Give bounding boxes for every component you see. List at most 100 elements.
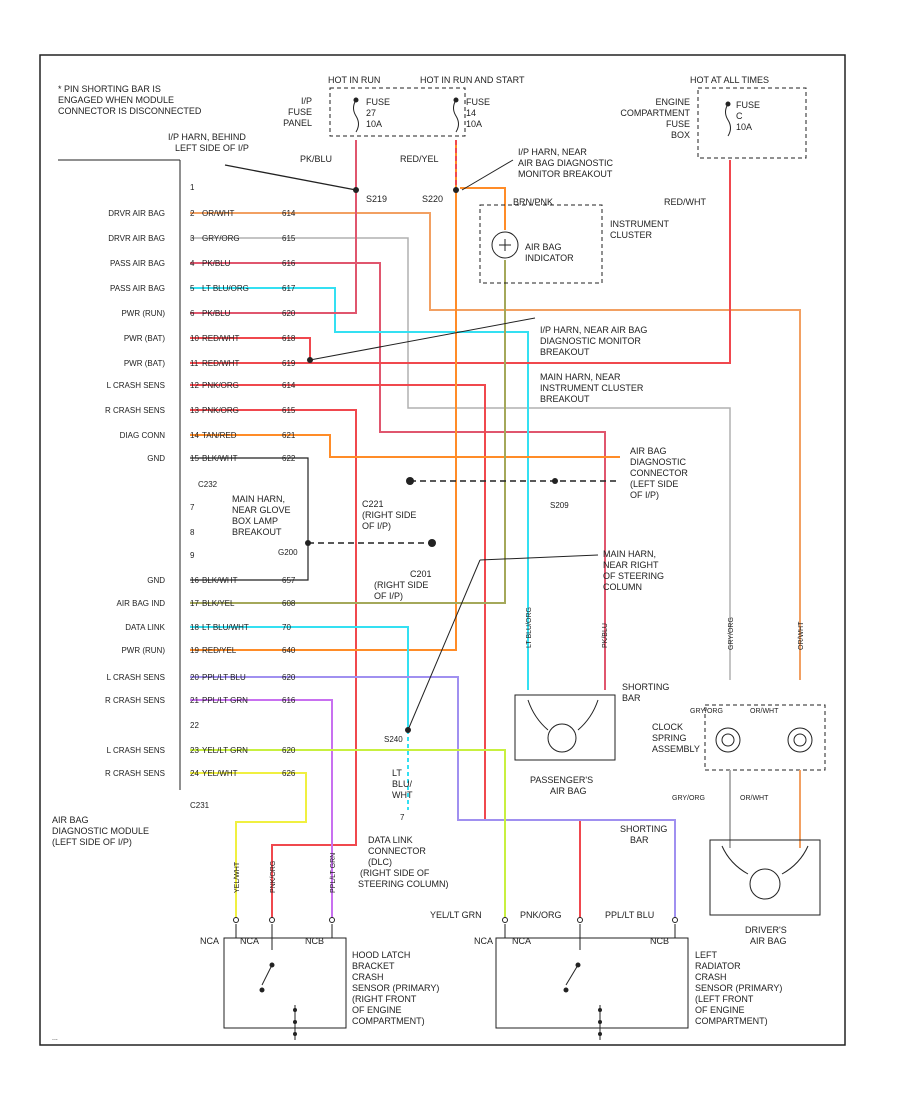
lower-left-label-4: L CRASH SENS [107, 673, 165, 682]
svg-text:RED/WHT: RED/WHT [664, 197, 706, 207]
left-radiator-sensor-body [495, 924, 689, 1040]
svg-text:AIR BAG: AIR BAG [52, 815, 89, 825]
svg-text:OF I/P): OF I/P) [630, 490, 659, 500]
ip-fuse-panel-label: I/P FUSE PANEL [283, 96, 312, 128]
upper-pin-number-1: 2 [190, 209, 195, 218]
svg-text:COMPARTMENT): COMPARTMENT) [695, 1016, 768, 1026]
pin-9: 9 [190, 551, 195, 560]
lower-left-label-5: R CRASH SENS [105, 696, 165, 705]
lower-pin-number-1: 17 [190, 599, 199, 608]
lower-wire-color-8: YEL/WHT [202, 769, 238, 778]
pin-7: 7 [190, 503, 195, 512]
passenger-air-bag-box [514, 694, 616, 761]
upper-pin-number-4: 5 [190, 284, 195, 293]
svg-text:(LEFT FRONT: (LEFT FRONT [695, 994, 754, 1004]
dlc-pin: 7 [400, 813, 405, 822]
upper-wire-color-10: TAN/RED [202, 431, 237, 440]
fuse-14-label: FUSE 14 10A [466, 97, 490, 129]
svg-text:NCA: NCA [240, 936, 259, 946]
lower-wire-color-4: PPL/LT BLU [202, 673, 246, 682]
lower-circuit-4: 620 [282, 673, 296, 682]
svg-text:WHT: WHT [392, 790, 413, 800]
c221-label: C221 (RIGHT SIDE OF I/P) [362, 499, 416, 531]
svg-text:DIAGNOSTIC MODULE: DIAGNOSTIC MODULE [52, 826, 149, 836]
upper-left-label-6: PWR (BAT) [124, 334, 166, 343]
svg-text:BRACKET: BRACKET [352, 961, 395, 971]
dlc-wire-label: LT BLU/ WHT [392, 768, 413, 800]
upper-pin-number-7: 11 [190, 359, 199, 368]
svg-text:PK/BLU: PK/BLU [300, 154, 332, 164]
lower-pin-number-3: 19 [190, 646, 199, 655]
note-main-harn-cluster: MAIN HARN, NEAR INSTRUMENT CLUSTER BREAK… [540, 372, 644, 404]
lower-left-label-2: DATA LINK [125, 623, 165, 632]
svg-text:HOOD LATCH: HOOD LATCH [352, 950, 410, 960]
upper-left-label-1: DRVR AIR BAG [108, 209, 165, 218]
fuse-14-symbol [453, 97, 459, 133]
upper-wire-color-11: BLK/WHT [202, 454, 238, 463]
svg-text:I/P: I/P [301, 96, 312, 106]
driver-air-bag-icon [721, 845, 809, 900]
upper-wire-color-1: OR/WHT [202, 209, 235, 218]
upper-left-label-10: DIAG CONN [120, 431, 166, 440]
svg-text:RADIATOR: RADIATOR [695, 961, 741, 971]
svg-text:OF ENGINE: OF ENGINE [352, 1005, 402, 1015]
lower-left-label-3: PWR (RUN) [121, 646, 165, 655]
lower-wire-color-2: LT BLU/WHT [202, 623, 249, 632]
lower-wire-color-7: YEL/LT GRN [202, 746, 248, 755]
indicator-label: AIR BAG INDICATOR [525, 242, 574, 263]
dlc-label: DATA LINK CONNECTOR (DLC) (RIGHT SIDE OF… [358, 835, 449, 889]
svg-text:YEL/LT GRN: YEL/LT GRN [430, 910, 482, 920]
svg-text:BOX: BOX [671, 130, 690, 140]
diag-connector-label: AIR BAG DIAGNOSTIC CONNECTOR (LEFT SIDE … [630, 446, 688, 500]
svg-text:BAR: BAR [622, 693, 641, 703]
svg-text:COLUMN: COLUMN [603, 582, 642, 592]
svg-text:OR/WHT: OR/WHT [798, 621, 805, 650]
svg-text:HOT AT ALL TIMES: HOT AT ALL TIMES [690, 75, 769, 85]
upper-circuit-1: 614 [282, 209, 296, 218]
diagram-frame [39, 54, 846, 1046]
clock-spring-wire-left: GRY/ORG [690, 708, 723, 715]
svg-text:SHORTING: SHORTING [622, 682, 669, 692]
svg-text:ENGAGED WHEN MODULE: ENGAGED WHEN MODULE [58, 95, 174, 105]
svg-text:MAIN HARN, NEAR: MAIN HARN, NEAR [540, 372, 621, 382]
svg-text:10A: 10A [736, 122, 752, 132]
note-ip-harn-near-monitor: I/P HARN, NEAR AIR BAG DIAGNOSTIC MONITO… [518, 147, 614, 179]
svg-text:S220: S220 [422, 194, 443, 204]
lower-circuit-0: 657 [282, 576, 296, 585]
svg-text:BAR: BAR [630, 835, 649, 845]
svg-text:BREAKOUT: BREAKOUT [540, 347, 590, 357]
svg-text:NCB: NCB [305, 936, 324, 946]
lower-circuit-5: 616 [282, 696, 296, 705]
s240-label: S240 [384, 735, 403, 744]
note-main-harn-glove: MAIN HARN, NEAR GLOVE BOX LAMP BREAKOUT [232, 494, 291, 537]
upper-pin-number-2: 3 [190, 234, 195, 243]
lower-left-label-1: AIR BAG IND [117, 599, 166, 608]
upper-circuit-9: 615 [282, 406, 296, 415]
upper-pin-number-11: 15 [190, 454, 199, 463]
svg-text:AIR BAG: AIR BAG [750, 936, 787, 946]
clock-spring-wire-right: OR/WHT [750, 708, 779, 715]
svg-text:BREAKOUT: BREAKOUT [540, 394, 590, 404]
upper-pin-number-6: 10 [190, 334, 199, 343]
svg-text:MONITOR BREAKOUT: MONITOR BREAKOUT [518, 169, 613, 179]
driver-wire-right: OR/WHT [740, 795, 769, 802]
top-wire-labels: PK/BLU RED/YEL RED/WHT S219 S220 [300, 154, 706, 207]
svg-text:LEFT: LEFT [695, 950, 718, 960]
svg-text:OF I/P): OF I/P) [362, 521, 391, 531]
upper-left-label-3: PASS AIR BAG [110, 259, 165, 268]
wires-layer [190, 140, 801, 920]
svg-text:NCB: NCB [650, 936, 669, 946]
lower-wire-color-5: PPL/LT GRN [202, 696, 248, 705]
lower-pin-number-8: 24 [190, 769, 199, 778]
svg-text:MAIN HARN,: MAIN HARN, [603, 549, 656, 559]
svg-text:OF STEERING: OF STEERING [603, 571, 664, 581]
upper-circuit-8: 614 [282, 381, 296, 390]
lower-wire-color-3: RED/YEL [202, 646, 237, 655]
svg-text:NEAR GLOVE: NEAR GLOVE [232, 505, 291, 515]
svg-text:GRY/ORG: GRY/ORG [728, 617, 735, 650]
svg-text:INSTRUMENT: INSTRUMENT [610, 219, 669, 229]
svg-text:RED/YEL: RED/YEL [400, 154, 439, 164]
engine-fuse-box-label: ENGINE COMPARTMENT FUSE BOX [620, 97, 690, 140]
svg-text:BREAKOUT: BREAKOUT [232, 527, 282, 537]
driver-air-bag-label: DRIVER'S AIR BAG [745, 925, 787, 946]
